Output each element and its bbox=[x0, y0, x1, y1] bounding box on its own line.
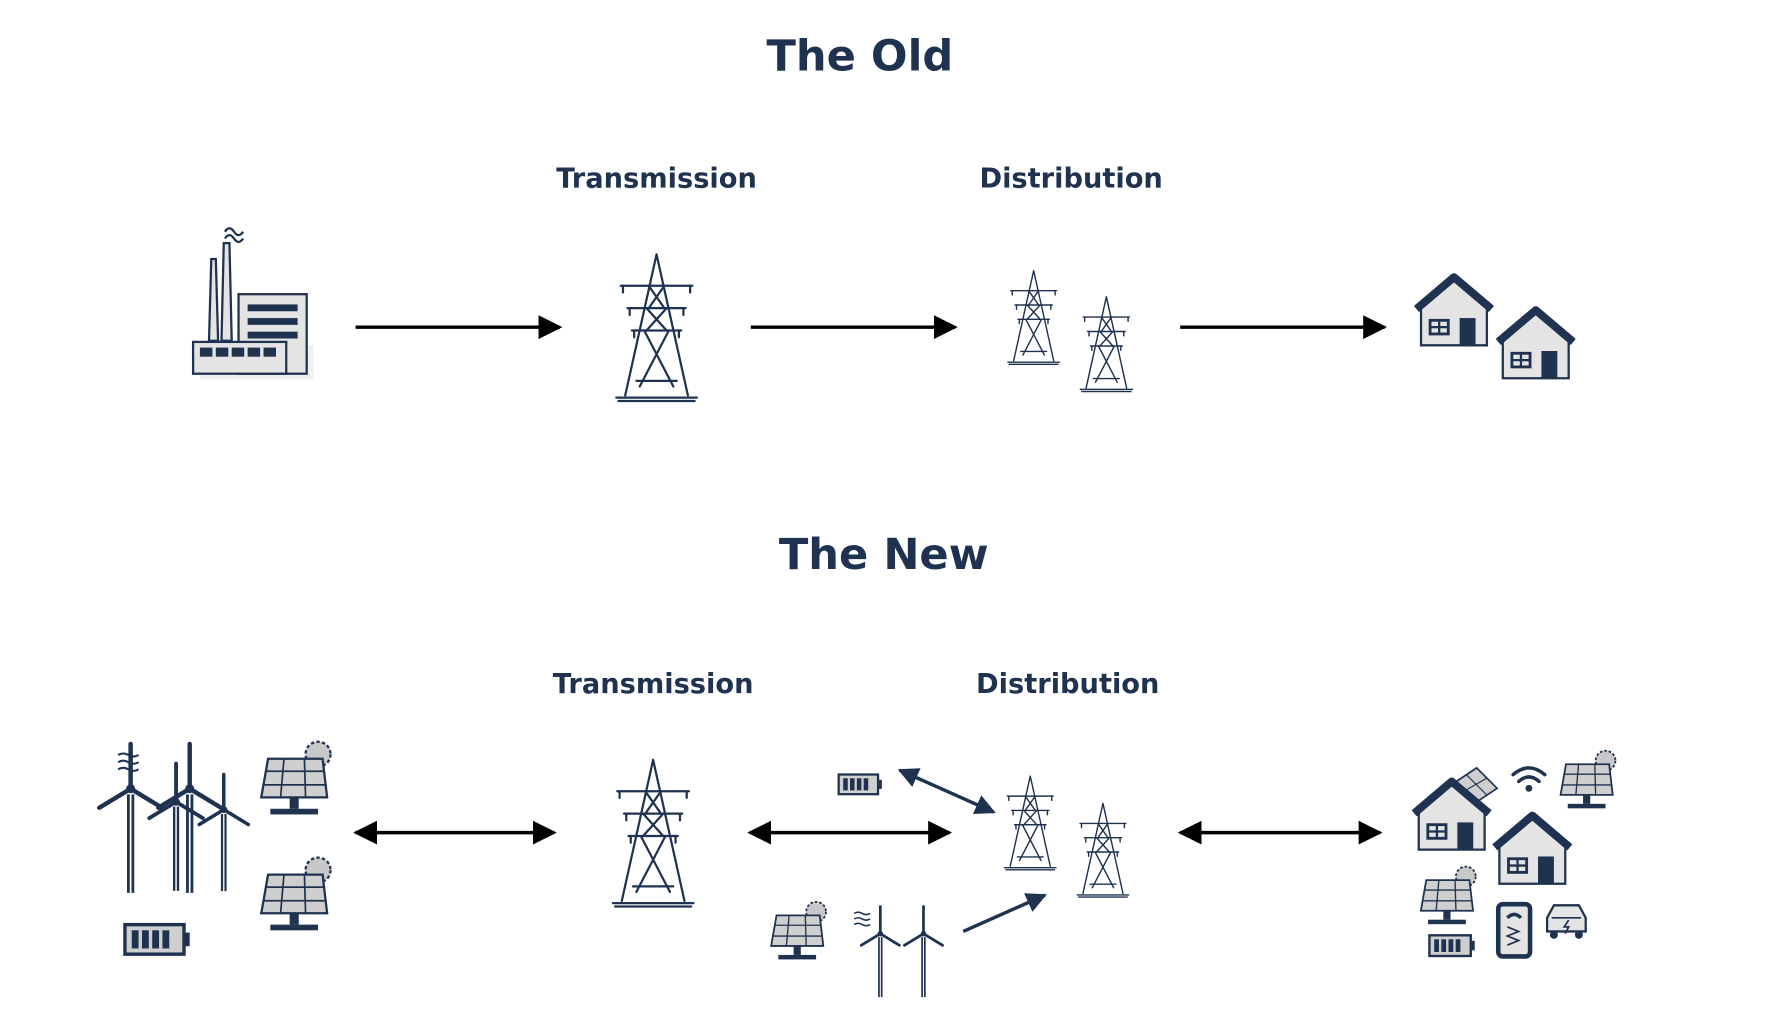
old-distribution-label: Distribution bbox=[979, 163, 1162, 194]
solar-panel-icon bbox=[1419, 865, 1477, 926]
wind-turbine-icon bbox=[902, 904, 945, 999]
storage-distribution-arrow bbox=[897, 768, 996, 815]
battery-icon bbox=[1428, 934, 1476, 958]
distribution-tower-icon bbox=[1076, 802, 1130, 898]
new-distribution-label: Distribution bbox=[976, 669, 1159, 700]
solar-panel-icon bbox=[770, 900, 827, 961]
prosumer-cluster bbox=[1414, 749, 1617, 959]
wind-turbine-icon bbox=[149, 764, 203, 891]
battery-icon bbox=[837, 773, 883, 796]
new-section-title: The New bbox=[779, 530, 989, 580]
old-transmission-label: Transmission bbox=[556, 163, 757, 194]
wifi-icon bbox=[1511, 766, 1547, 792]
new-transmission-label: Transmission bbox=[553, 669, 754, 700]
distribution-tower-icon bbox=[1007, 269, 1061, 366]
house-icon bbox=[1498, 310, 1573, 378]
battery-icon bbox=[123, 922, 191, 956]
solar-panel-icon bbox=[260, 856, 332, 932]
transmission-tower-icon bbox=[611, 758, 695, 908]
distribution-tower-icon bbox=[1003, 775, 1057, 871]
generation-cluster bbox=[99, 740, 332, 956]
wind-turbine-icon bbox=[199, 775, 248, 892]
solar-panel-icon bbox=[260, 740, 332, 816]
wind-icon bbox=[117, 752, 140, 772]
wind-turbine-icon bbox=[99, 744, 162, 893]
house-icon bbox=[1416, 277, 1491, 345]
transmission-tower-icon bbox=[615, 253, 698, 403]
factory-icon bbox=[191, 227, 314, 380]
electric-car-icon bbox=[1545, 904, 1587, 939]
solar-panel-icon bbox=[1559, 749, 1617, 810]
distributed-generation-arrow bbox=[962, 893, 1047, 933]
smart-meter-icon bbox=[1495, 901, 1533, 959]
house-icon bbox=[1495, 816, 1570, 884]
wind-icon bbox=[853, 911, 871, 927]
distribution-tower-icon bbox=[1079, 296, 1134, 393]
old-section-title: The Old bbox=[766, 31, 953, 81]
